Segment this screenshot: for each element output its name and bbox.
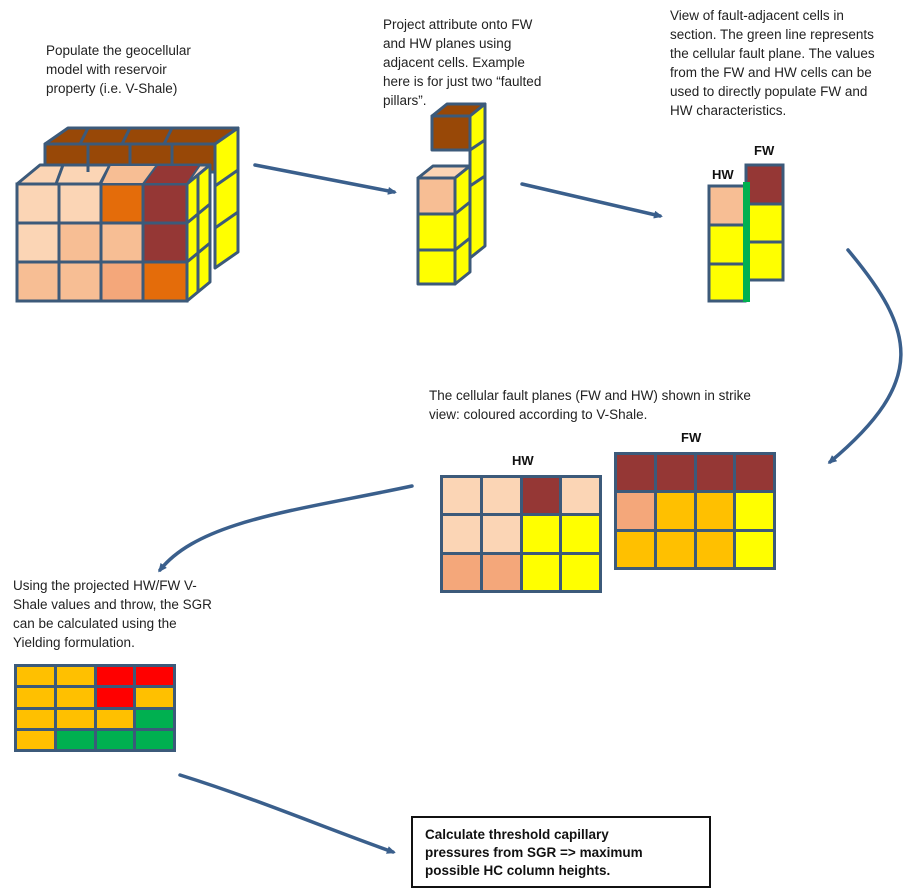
sgr-cell bbox=[56, 688, 94, 707]
step2-caption: Project attribute onto FW and HW planes … bbox=[383, 17, 542, 108]
sgr-cell bbox=[136, 688, 173, 707]
strike-hw-cell bbox=[522, 516, 560, 552]
strike-hw-cell bbox=[522, 554, 560, 590]
arrow-section-to-strike bbox=[827, 248, 903, 464]
sgr-cell bbox=[96, 667, 134, 686]
strike-fw-cell bbox=[696, 493, 734, 529]
strike-hw-label: HW bbox=[512, 453, 534, 468]
strike-hw-cell bbox=[443, 554, 480, 590]
strike-fw-cell bbox=[736, 455, 773, 491]
sgr-grid bbox=[14, 664, 176, 752]
strike-fw-cell bbox=[736, 493, 773, 529]
strike-fw-cell bbox=[656, 493, 694, 529]
strike-hw-cell bbox=[443, 516, 480, 552]
sgr-cell bbox=[136, 709, 173, 728]
final-step-box: Calculate threshold capillary pressures … bbox=[411, 816, 711, 888]
strike-hw-cell bbox=[443, 478, 480, 514]
strike-fw-cell bbox=[656, 455, 694, 491]
arrow-pillars-to-section bbox=[520, 182, 663, 219]
sgr-cell bbox=[96, 688, 134, 707]
step5-caption: Using the projected HW/FW V- Shale value… bbox=[13, 578, 212, 650]
section-fw-label: FW bbox=[754, 143, 775, 158]
strike-fw-cell bbox=[696, 455, 734, 491]
strike-fw-cell bbox=[617, 531, 654, 567]
sgr-cell bbox=[17, 667, 54, 686]
strike-fw-grid bbox=[614, 452, 776, 570]
strike-fw-cell bbox=[617, 455, 654, 491]
step3-caption: View of fault-adjacent cells in section.… bbox=[670, 8, 875, 118]
sgr-cell bbox=[136, 667, 173, 686]
strike-hw-grid bbox=[440, 475, 602, 593]
sgr-cell bbox=[56, 667, 94, 686]
strike-fw-cell bbox=[656, 531, 694, 567]
section-hw-label: HW bbox=[712, 167, 734, 182]
strike-hw-cell bbox=[562, 478, 599, 514]
strike-hw-cell bbox=[482, 516, 520, 552]
arrow-sgr-to-final bbox=[178, 773, 396, 854]
final-step-text: Calculate threshold capillary pressures … bbox=[425, 827, 643, 878]
arrow-strike-to-sgr bbox=[158, 484, 414, 573]
strike-hw-cell bbox=[562, 554, 599, 590]
sgr-cell bbox=[17, 688, 54, 707]
strike-fw-cell bbox=[696, 531, 734, 567]
strike-hw-cell bbox=[482, 478, 520, 514]
step4-caption: The cellular fault planes (FW and HW) sh… bbox=[429, 388, 751, 422]
sgr-cell bbox=[96, 709, 134, 728]
strike-fw-cell bbox=[736, 531, 773, 567]
sgr-cell bbox=[56, 730, 94, 749]
strike-fw-label: FW bbox=[681, 430, 702, 445]
sgr-cell bbox=[56, 709, 94, 728]
strike-hw-cell bbox=[482, 554, 520, 590]
arrow-model-to-pillars bbox=[253, 163, 397, 195]
sgr-cell bbox=[136, 730, 173, 749]
step1-caption: Populate the geocellular model with rese… bbox=[46, 43, 191, 96]
fault-plane-line bbox=[743, 182, 750, 302]
sgr-cell bbox=[17, 730, 54, 749]
strike-fw-cell bbox=[617, 493, 654, 529]
sgr-cell bbox=[96, 730, 134, 749]
sgr-cell bbox=[17, 709, 54, 728]
strike-hw-cell bbox=[562, 516, 599, 552]
strike-hw-cell bbox=[522, 478, 560, 514]
